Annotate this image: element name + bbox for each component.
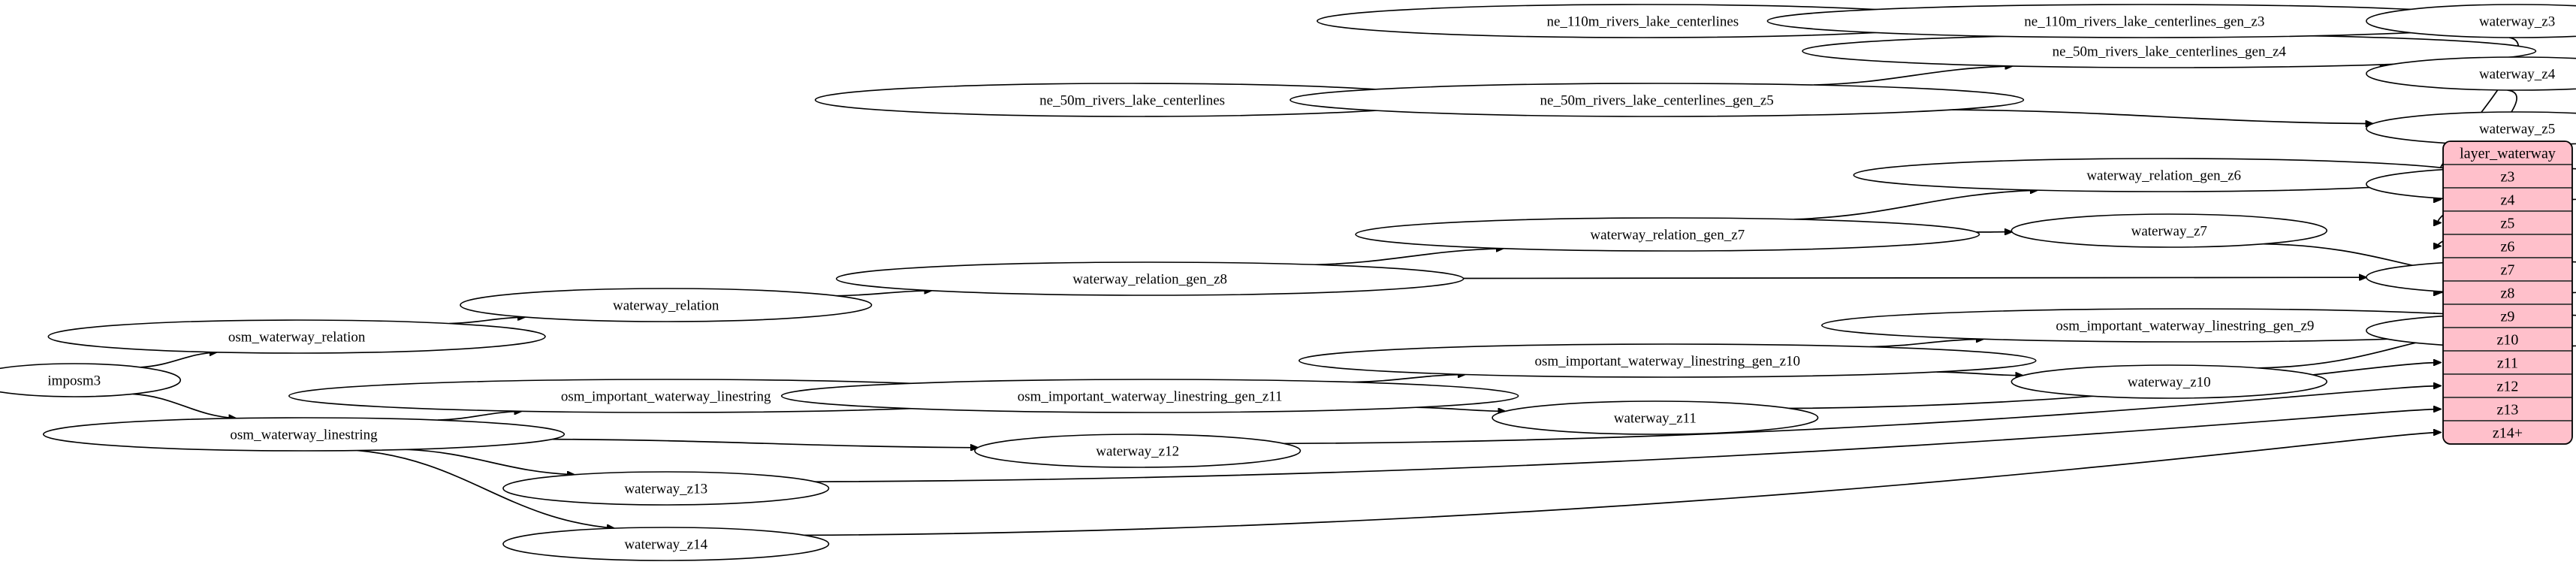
node-ellipse (1492, 400, 1819, 435)
graph-edge (449, 317, 525, 325)
graph-node[interactable]: waterway_z5 (2366, 111, 2576, 146)
record-title-cell (2443, 141, 2572, 165)
graph-edge (1936, 371, 2023, 376)
record-outline (2442, 140, 2573, 445)
node-ellipse (502, 471, 830, 506)
nodes-layer: imposm3 osm_waterway_relation osm_waterway… (0, 4, 2576, 561)
graph-edge (1352, 374, 1465, 383)
graph-edge (836, 291, 932, 297)
record-row[interactable] (2443, 327, 2572, 352)
graph-edge (804, 433, 2441, 536)
graph-node[interactable]: waterway_z13 (502, 471, 830, 506)
graph-edge (1952, 109, 2372, 124)
record-row[interactable] (2443, 234, 2572, 258)
graph-node[interactable]: imposm3 (0, 363, 181, 397)
record-row[interactable] (2443, 373, 2572, 398)
layer-waterway-record[interactable]: layer_waterwayz3z4z5z6z7z8z9z10z11z12z13… (2443, 141, 2572, 444)
graph-edge (1314, 249, 1504, 266)
node-ellipse (1355, 217, 1980, 252)
graph-edge (357, 449, 614, 529)
graph-node[interactable]: waterway_z7 (2010, 213, 2327, 248)
record-row[interactable] (2443, 257, 2572, 282)
graph-node[interactable]: waterway_relation_gen_z7 (1355, 217, 1980, 252)
node-ellipse (780, 379, 1519, 413)
node-ellipse (460, 288, 873, 322)
node-ellipse (2010, 213, 2327, 248)
node-ellipse (1290, 83, 2025, 117)
graph-edge (1813, 66, 2013, 86)
record-row[interactable] (2443, 350, 2572, 375)
node-ellipse (2366, 4, 2576, 38)
graph-node[interactable]: osm_important_waterway_linestring_gen_z1… (1298, 343, 2037, 378)
node-ellipse (47, 319, 546, 354)
node-ellipse (2366, 56, 2576, 91)
graph-node[interactable]: osm_important_waterway_linestring_gen_z1… (780, 379, 1519, 413)
graph-node[interactable]: waterway_z14 (502, 527, 830, 561)
graph-node[interactable]: waterway_z11 (1492, 400, 1819, 435)
graph-edge (140, 352, 217, 368)
graph-edge (1793, 190, 2038, 220)
node-ellipse (502, 527, 830, 561)
graph-edge (437, 411, 522, 421)
record-row[interactable] (2443, 210, 2572, 235)
graph-edge (1869, 339, 1983, 348)
node-ellipse (835, 261, 1464, 296)
record-row[interactable] (2443, 280, 2572, 305)
record-row[interactable] (2443, 187, 2572, 212)
graph-edge (815, 409, 2441, 483)
node-ellipse (1298, 343, 2037, 378)
node-ellipse (0, 363, 181, 397)
node-ellipse (42, 417, 566, 452)
node-ellipse (974, 434, 1302, 468)
graph-edge (1415, 406, 1506, 411)
record-row[interactable] (2443, 304, 2572, 328)
graph-edge (552, 438, 979, 448)
graph-node[interactable]: ne_50m_rivers_lake_centerlines_gen_z5 (1290, 83, 2025, 117)
graph-node[interactable]: waterway_relation (460, 288, 873, 322)
graph-edge (1463, 277, 2366, 278)
graph-node[interactable]: osm_waterway_relation (47, 319, 546, 354)
record-row[interactable] (2443, 164, 2572, 189)
graph-edge (1283, 386, 2441, 445)
record-table-layer: layer_waterwayz3z4z5z6z7z8z9z10z11z12z13… (2442, 140, 2573, 445)
graph-edge (406, 449, 575, 475)
graph-node[interactable]: waterway_z12 (974, 434, 1302, 468)
graph-node[interactable]: waterway_relation_gen_z8 (835, 261, 1464, 296)
record-row[interactable] (2443, 397, 2572, 421)
graph-edge (132, 393, 237, 418)
record-row[interactable] (2443, 420, 2572, 444)
graph-node[interactable]: osm_waterway_linestring (42, 417, 566, 452)
node-ellipse (2010, 364, 2327, 399)
graph-node[interactable]: waterway_z10 (2010, 364, 2327, 399)
node-ellipse (2366, 111, 2576, 146)
